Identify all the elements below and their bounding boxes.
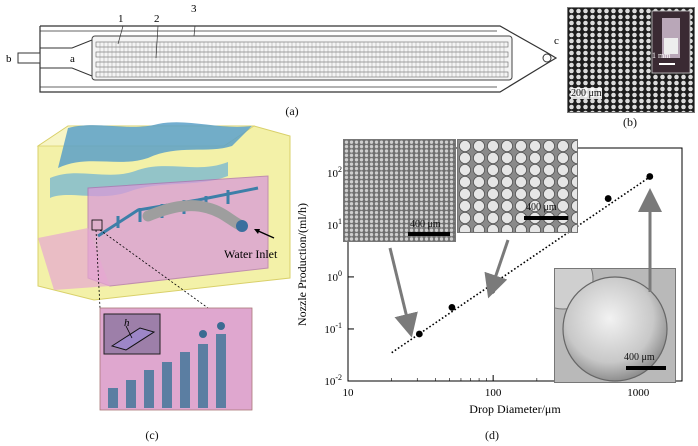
label-a: a	[70, 53, 75, 65]
fit-line	[391, 174, 653, 354]
inset-scale-bar-3	[626, 366, 666, 370]
panel-a: 1 2 3 b a c	[0, 0, 560, 128]
y-tick-label: 10-2	[324, 373, 342, 388]
data-point	[448, 303, 456, 311]
scale-label-b-inset: 1 mm	[652, 51, 671, 60]
caption-c: (c)	[145, 428, 159, 442]
data-point	[604, 195, 612, 202]
label-1: 1	[118, 13, 124, 25]
label-c: c	[554, 35, 559, 47]
x-tick-label: 10	[343, 387, 355, 399]
label-3: 3	[191, 3, 197, 15]
y-tick-label: 10-1	[324, 321, 342, 336]
y-tick-label: 102	[327, 165, 342, 180]
caption-b: (b)	[623, 115, 637, 129]
x-axis-label: Drop Diameter/μm	[469, 402, 561, 416]
y-axis-label: Nozzle Production/(ml/h)	[295, 203, 309, 326]
label-2: 2	[154, 13, 160, 25]
inset-scale-label-3: 400 μm	[624, 352, 655, 363]
inset-scale-label-1: 400 μm	[410, 219, 441, 230]
caption-d: (d)	[485, 428, 499, 442]
data-point	[646, 173, 654, 180]
y-tick-label: 101	[327, 217, 342, 232]
x-tick-label: 100	[485, 387, 502, 399]
device-3d-render: h Water Inlet	[36, 122, 291, 411]
panel-c: h Water Inlet	[28, 118, 298, 418]
x-tick-label: 1000	[627, 387, 650, 399]
scale-label-b: 200 μm	[571, 88, 602, 99]
inset-micrograph-large-drop	[554, 268, 676, 383]
label-b: b	[6, 53, 12, 65]
inset-scale-bar-1	[408, 232, 450, 236]
data-point	[488, 287, 496, 294]
inset-scale-label-2: 400 μm	[526, 202, 557, 213]
y-tick-label: 100	[327, 269, 342, 284]
inset-scale-bar-2	[524, 216, 568, 220]
h-label: h	[124, 317, 130, 329]
water-inlet-label: Water Inlet	[224, 247, 278, 261]
data-point	[415, 330, 423, 338]
device-schematic: 1 2 3 b a c	[6, 3, 559, 93]
caption-a: (a)	[285, 104, 299, 118]
microchannel-array	[95, 41, 509, 78]
inset-micrograph-small-drops	[343, 139, 456, 242]
